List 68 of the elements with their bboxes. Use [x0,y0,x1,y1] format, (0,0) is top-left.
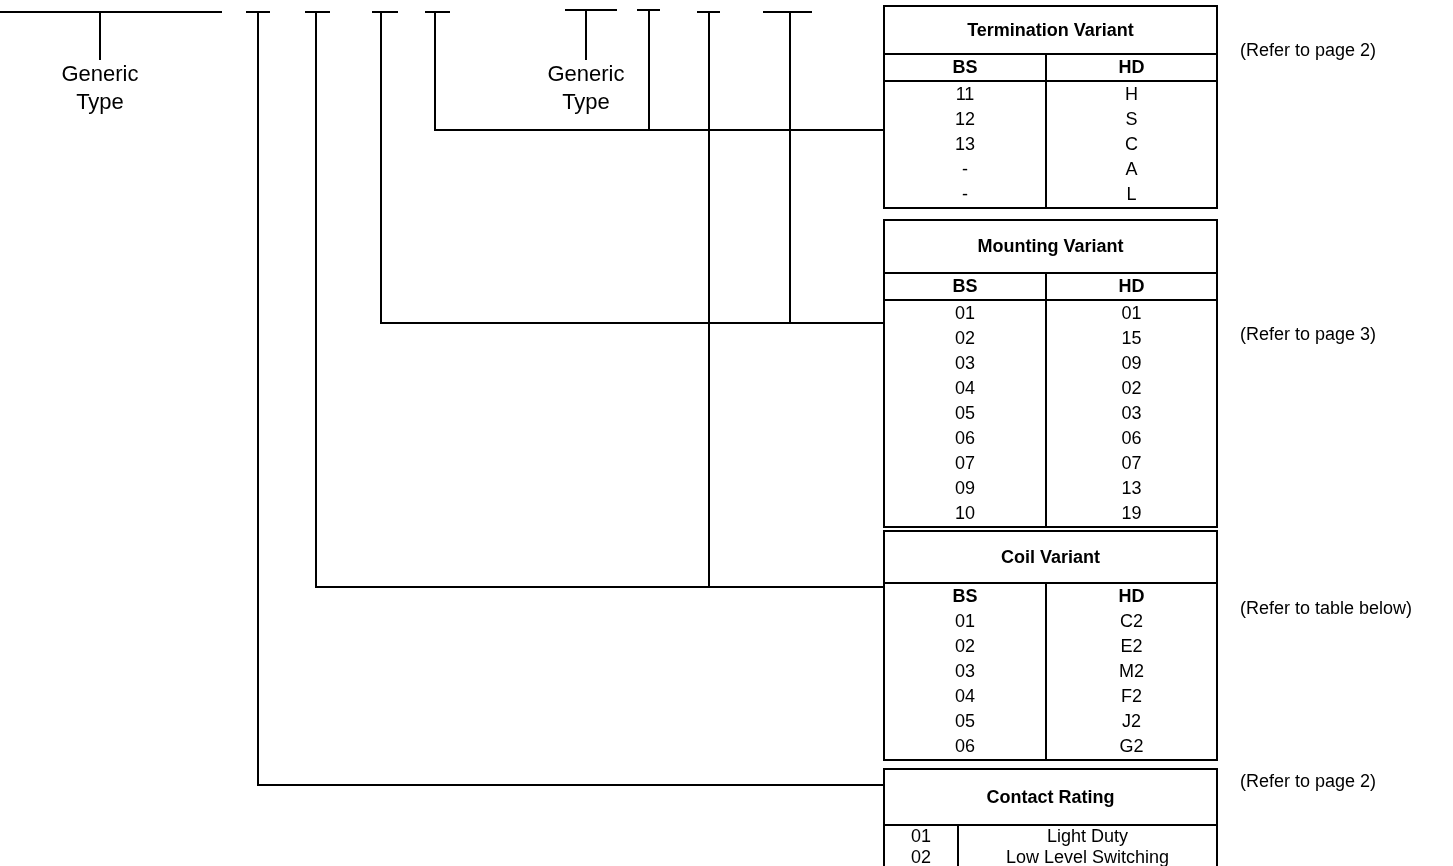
table-cell: C [1046,132,1217,157]
code-table [883,5,1218,209]
page-reference-note: (Refer to page 2) [1240,771,1377,792]
table-cell: 04 [884,684,1046,709]
table-cell: H [1046,81,1217,107]
table-cell: 06 [884,734,1046,760]
connector-line [257,12,884,786]
leader-line [99,12,101,61]
column-header: HD [1046,583,1217,609]
table-cell: 01 [884,609,1046,634]
table-cell: 09 [884,476,1046,501]
table-cell: 01 [1046,300,1217,326]
column-header: BS [884,273,1046,300]
table-cell: 15 [1046,326,1217,351]
table-cell: 11 [884,81,1046,107]
table-cell: 07 [884,451,1046,476]
table-cell: 02 [884,634,1046,659]
table-cell: G2 [1046,734,1217,760]
column-header: HD [1046,273,1217,300]
table-cell: 02 [884,847,958,866]
table-cell: - [884,157,1046,182]
field-label: Generic Type [526,60,646,116]
table-cell: C2 [1046,609,1217,634]
table-cell: 01 [884,825,958,847]
table-cell: 02 [884,326,1046,351]
table-title: Coil Variant [884,531,1217,583]
table-cell: 10 [884,501,1046,527]
table-title: Mounting Variant [884,220,1217,273]
table-cell: Light Duty [958,825,1217,847]
table-title: Contact Rating [884,769,1217,825]
table-cell: A [1046,157,1217,182]
column-header: HD [1046,54,1217,81]
table-cell: 03 [884,351,1046,376]
table-cell: 13 [1046,476,1217,501]
table-cell: 09 [1046,351,1217,376]
table-cell: E2 [1046,634,1217,659]
table-cell: 02 [1046,376,1217,401]
table-cell: 01 [884,300,1046,326]
code-table [883,530,1218,761]
table-cell: M2 [1046,659,1217,684]
column-header: BS [884,54,1046,81]
table-cell: 04 [884,376,1046,401]
table-cell: 06 [884,426,1046,451]
table-cell: 03 [884,659,1046,684]
table-cell: 12 [884,107,1046,132]
page-reference-note: (Refer to page 2) [1240,40,1377,61]
column-header: BS [884,583,1046,609]
connector-line [648,10,884,131]
table-cell: S [1046,107,1217,132]
table-cell: 13 [884,132,1046,157]
table-title: Termination Variant [884,6,1217,54]
code-table [883,219,1218,528]
table-cell: L [1046,182,1217,208]
table-cell: 19 [1046,501,1217,527]
table-cell: 05 [884,709,1046,734]
page-reference-note: (Refer to table below) [1240,598,1413,619]
leader-line [585,10,587,61]
page-reference-note: (Refer to page 3) [1240,324,1377,345]
table-cell: 06 [1046,426,1217,451]
table-cell: 07 [1046,451,1217,476]
table-cell: - [884,182,1046,208]
table-cell: 05 [884,401,1046,426]
code-table [883,768,1218,866]
table-cell: 03 [1046,401,1217,426]
table-cell: J2 [1046,709,1217,734]
field-label: Generic Type [40,60,160,116]
table-cell: Low Level Switching [958,847,1217,866]
table-cell: F2 [1046,684,1217,709]
